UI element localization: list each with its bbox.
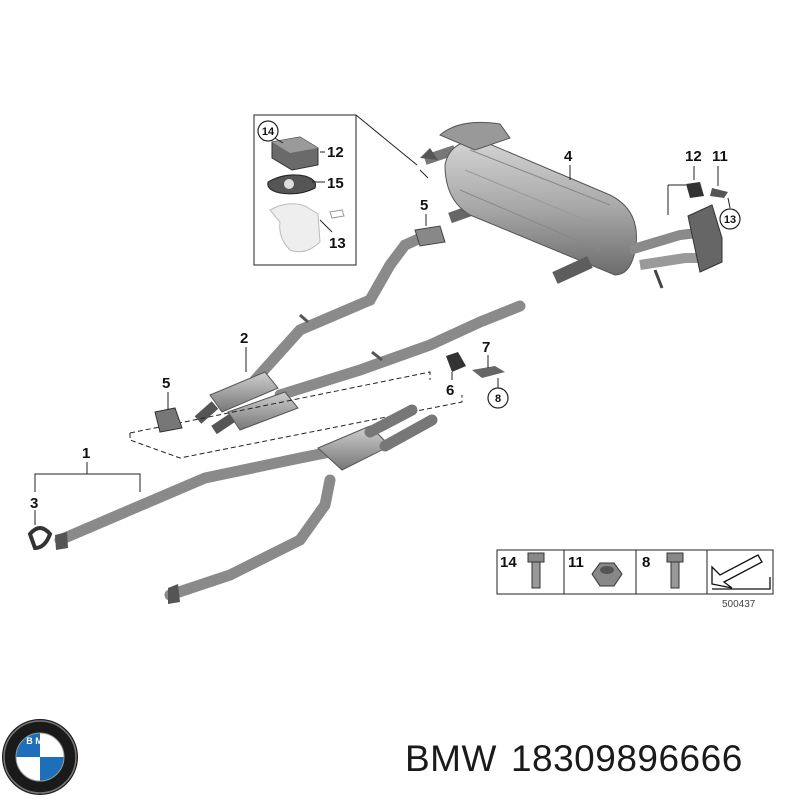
bolt-icon	[527, 552, 545, 589]
callout-3: 3	[30, 495, 38, 512]
nut-icon	[591, 562, 623, 587]
dashed-bracket: 5 6 7 8	[129, 339, 509, 459]
legend-number-14: 14	[500, 554, 517, 571]
front-pipe-assembly: 1 3	[27, 404, 438, 604]
inset-callout-14: 14	[262, 126, 275, 138]
callout-10: 12	[685, 148, 702, 165]
brand-line: BMW 18309896666	[405, 738, 757, 780]
rear-muffler: 4	[419, 121, 723, 289]
callout-2: 2	[240, 330, 248, 347]
bmw-logo: B M W	[2, 719, 78, 795]
callout-9: 11	[712, 148, 728, 165]
brand-name: BMW	[405, 738, 497, 779]
inset-callout-13: 13	[329, 235, 346, 252]
callout-5-lower: 5	[162, 375, 170, 392]
mount-group-rear: 12 11 13	[667, 148, 741, 230]
legend-number-8: 8	[642, 554, 650, 571]
inset-callout-15: 15	[327, 175, 344, 192]
bolt-icon	[666, 552, 684, 589]
callout-1: 1	[82, 445, 90, 462]
callout-6: 6	[446, 382, 454, 399]
diagram-number: 500437	[722, 599, 756, 610]
callout-5-upper: 5	[420, 197, 428, 214]
callout-7: 7	[482, 339, 490, 356]
svg-text:B M W: B M W	[26, 736, 54, 746]
center-pipe-assembly: 5 2	[194, 197, 526, 435]
callout-8: 8	[495, 393, 501, 405]
callout-11: 13	[724, 214, 736, 226]
arrow-icon	[711, 554, 771, 590]
part-number: 18309896666	[510, 738, 743, 779]
legend-number-11: 11	[568, 554, 584, 571]
detail-inset: 14 12 15 13	[253, 114, 418, 266]
callout-4: 4	[564, 148, 573, 165]
inset-callout-12: 12	[327, 144, 344, 161]
fastener-legend: 14 11 8 500437	[496, 549, 774, 610]
